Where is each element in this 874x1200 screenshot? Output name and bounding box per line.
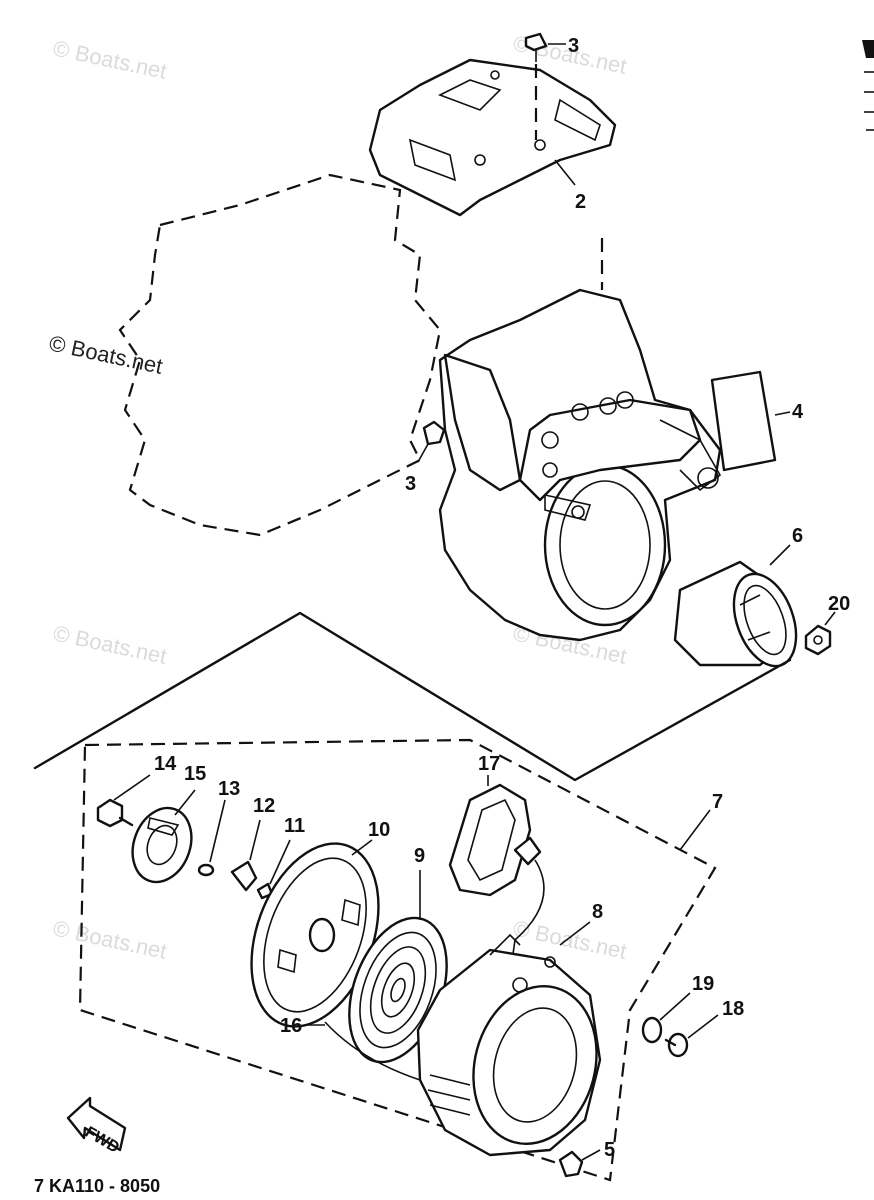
assembly-boundary xyxy=(33,611,792,782)
watermark-5: © Boats.net xyxy=(51,620,169,668)
callout-19: 19 xyxy=(692,973,714,995)
part-5-clip xyxy=(558,1149,601,1178)
part-3-bolt-top xyxy=(524,32,566,140)
leader-7 xyxy=(679,809,711,851)
callout-12: 12 xyxy=(253,795,275,817)
part-17-handle xyxy=(448,775,542,897)
part-19-washer xyxy=(641,992,691,1044)
part-14-bolt xyxy=(96,774,151,828)
callout-9: 9 xyxy=(414,845,425,867)
callout-20: 20 xyxy=(828,593,850,615)
callout-18: 18 xyxy=(722,998,744,1020)
callout-14: 14 xyxy=(154,753,177,775)
callout-4: 4 xyxy=(792,401,804,423)
part-8-starter-case xyxy=(416,921,602,1157)
part-20-nut xyxy=(804,611,836,656)
callout-labels: 3 2 4 3 6 20 7 14 15 13 12 11 10 9 17 8 … xyxy=(154,35,850,1161)
callout-7: 7 xyxy=(712,791,723,813)
callout-16: 16 xyxy=(280,1015,302,1037)
callout-2: 2 xyxy=(575,191,586,213)
drawing-code: 7 KA110 - 8050 xyxy=(34,1176,160,1196)
part-15-drive-plate xyxy=(131,789,196,884)
engine-block-outline xyxy=(118,173,442,537)
fwd-arrow-icon: FWD xyxy=(66,1096,127,1157)
callout-8: 8 xyxy=(592,901,603,923)
right-edge-marks xyxy=(862,40,874,131)
part-16-rope xyxy=(324,859,545,1081)
part-4-plate xyxy=(710,370,791,472)
callout-17: 17 xyxy=(478,753,500,775)
watermark-7: © Boats.net xyxy=(51,915,169,963)
callout-13: 13 xyxy=(218,778,240,800)
callout-11: 11 xyxy=(284,815,305,837)
callout-5: 5 xyxy=(604,1139,615,1161)
leader-2 xyxy=(554,159,576,186)
part-12-ratchet xyxy=(230,819,261,892)
part-6-pulley-cup xyxy=(673,544,798,668)
watermark-1: © Boats.net xyxy=(51,35,169,83)
part-3-bolt-left xyxy=(417,420,446,463)
callout-3-top: 3 xyxy=(568,35,579,57)
part-2-cover-plate xyxy=(368,58,617,217)
part-13-spring xyxy=(197,799,226,877)
watermark-3: © Boats.net xyxy=(47,330,165,378)
callout-10: 10 xyxy=(368,819,390,841)
callout-15: 15 xyxy=(184,763,206,785)
assembly-7-frame xyxy=(78,738,717,1182)
fan-housing xyxy=(438,288,722,642)
callout-6: 6 xyxy=(792,525,803,547)
callout-3-left: 3 xyxy=(405,473,416,495)
part-18-bolt xyxy=(664,1014,719,1058)
